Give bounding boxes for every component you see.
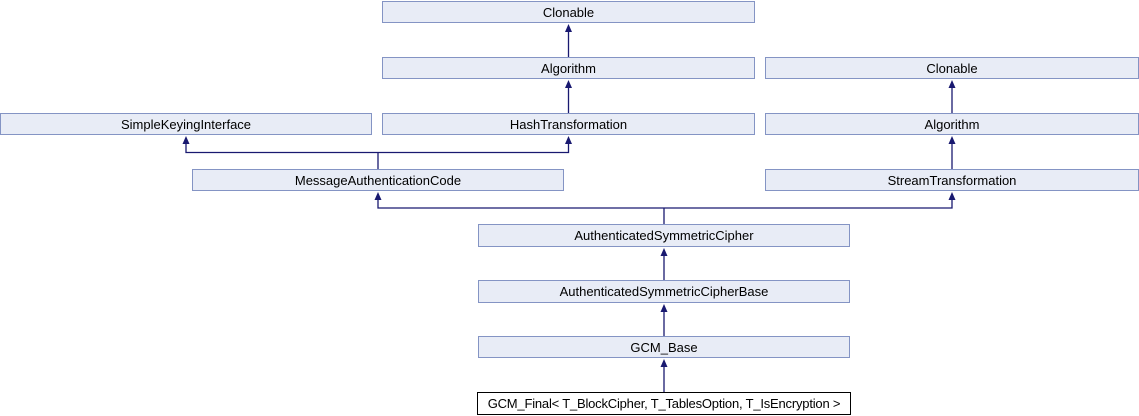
class-box-authenticatedsymmetriccipher[interactable]: AuthenticatedSymmetricCipher (478, 224, 850, 247)
class-box-messageauthenticationcode[interactable]: MessageAuthenticationCode (192, 169, 564, 191)
arrowhead-icon (374, 192, 382, 200)
edge-mac-to-ski-and-hash (185, 143, 570, 169)
class-box-simplekeyinginterface[interactable]: SimpleKeyingInterface (0, 113, 372, 135)
arrowhead-icon (565, 136, 572, 144)
arrowhead-icon (565, 80, 572, 88)
class-box-authenticatedsymmetriccipherbase[interactable]: AuthenticatedSymmetricCipherBase (478, 280, 850, 303)
edge-asc-to-mac-and-stream (377, 199, 953, 224)
arrowhead-icon (660, 248, 668, 256)
class-box-clonable-right[interactable]: Clonable (765, 57, 1139, 79)
arrowhead-icon (565, 24, 572, 32)
class-box-hashtransformation[interactable]: HashTransformation (382, 113, 755, 135)
class-box-clonable-top[interactable]: Clonable (382, 1, 755, 23)
arrowhead-icon (948, 136, 956, 144)
class-box-gcmfinal-current: GCM_Final< T_BlockCipher, T_TablesOption… (477, 392, 851, 415)
class-box-gcmbase[interactable]: GCM_Base (478, 336, 850, 358)
arrowhead-icon (948, 192, 956, 200)
arrowhead-icon (948, 80, 956, 88)
class-box-algorithm[interactable]: Algorithm (382, 57, 755, 79)
arrowhead-icon (660, 304, 668, 312)
arrowhead-icon (182, 136, 190, 144)
class-box-algorithm-right[interactable]: Algorithm (765, 113, 1139, 135)
class-box-streamtransformation[interactable]: StreamTransformation (765, 169, 1139, 191)
arrowhead-icon (660, 359, 668, 367)
